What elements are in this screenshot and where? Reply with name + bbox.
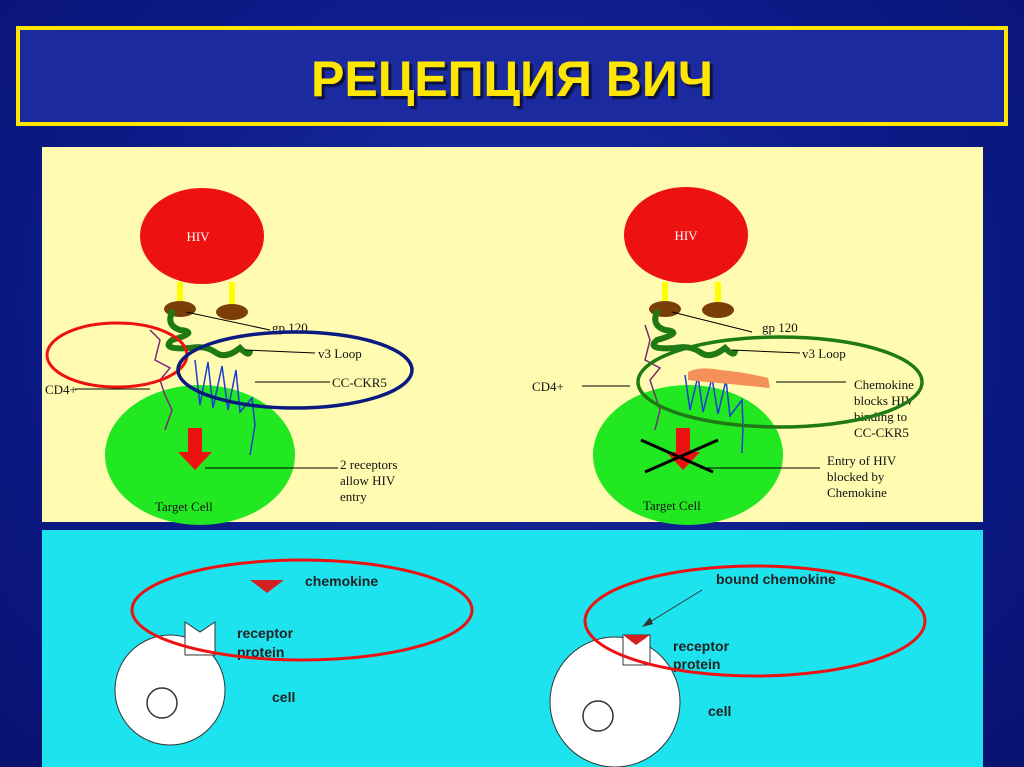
chemokine-blob [688, 368, 770, 388]
gp120-label: gp 120 [762, 320, 798, 335]
chemokine-triangle [250, 580, 284, 593]
highlight-ellipse [583, 564, 927, 678]
ccr5-receptor [684, 374, 744, 454]
entry-note-line: Chemokine [827, 485, 887, 500]
note-line: entry [340, 489, 367, 504]
note-line: allow HIV [340, 473, 396, 488]
chemokine-label: chemokine [305, 573, 378, 589]
highlight-ellipse [130, 558, 474, 662]
chemokine-note-line: Chemokine [854, 377, 914, 392]
note-line: 2 receptors [340, 457, 397, 472]
slide-title: РЕЦЕПЦИЯ ВИЧ [311, 51, 713, 107]
receptor-label: receptor [237, 625, 294, 641]
highlight-ellipse-chemokine [636, 335, 924, 429]
cell-label: cell [708, 703, 731, 719]
right-diagram: HIV gp 120 v3 Loop CD4+ Chemokine blocks… [532, 187, 924, 525]
bound-chemokine-triangle [623, 635, 650, 645]
entry-note-line: blocked by [827, 469, 885, 484]
gp-loop [165, 308, 253, 359]
v3-loop-label: v3 Loop [802, 346, 846, 361]
cell-label: cell [272, 689, 295, 705]
cd4-receptor [149, 329, 173, 431]
ccr5-label: CC-CKR5 [332, 375, 387, 390]
blocked-x-icon [640, 438, 714, 474]
bottom-left-diagram: chemokine receptor protein cell [114, 558, 474, 746]
receptor-label: protein [237, 644, 284, 660]
hiv-label: HIV [674, 228, 698, 243]
chemokine-note-line: CC-CKR5 [854, 425, 909, 440]
bottom-right-diagram: bound chemokine receptor protein cell [549, 564, 927, 767]
hiv-label: HIV [186, 229, 210, 244]
target-cell-label: Target Cell [155, 499, 213, 514]
hiv-virus [140, 188, 264, 284]
title-box: РЕЦЕПЦИЯ ВИЧ [16, 26, 1008, 126]
pointer-arrow-icon [644, 589, 703, 626]
left-diagram: HIV gp 120 v3 Loop CC-CKR5 CD4+ 2 recept… [45, 188, 414, 525]
entry-arrow-icon [178, 428, 212, 470]
highlight-ellipse-ccr5 [176, 330, 414, 410]
receptor-label: receptor [673, 638, 730, 654]
gp-loop [650, 308, 738, 359]
gp120-knob [216, 304, 248, 320]
cell-nucleus [146, 687, 178, 719]
cell-nucleus [582, 700, 614, 732]
gp120-knob [702, 302, 734, 318]
cell-body [549, 636, 681, 767]
chemokine-note-line: binding to [854, 409, 907, 424]
receptor-label: protein [673, 656, 720, 672]
entry-note-line: Entry of HIV [827, 453, 897, 468]
bound-chemokine-label: bound chemokine [716, 571, 836, 587]
v3-loop-label: v3 Loop [318, 346, 362, 361]
hiv-virus [624, 187, 748, 283]
target-cell-label: Target Cell [643, 498, 701, 513]
cd4-label: CD4+ [532, 379, 564, 394]
chemokine-note-line: blocks HIV [854, 393, 915, 408]
cd4-label: CD4+ [45, 382, 77, 397]
